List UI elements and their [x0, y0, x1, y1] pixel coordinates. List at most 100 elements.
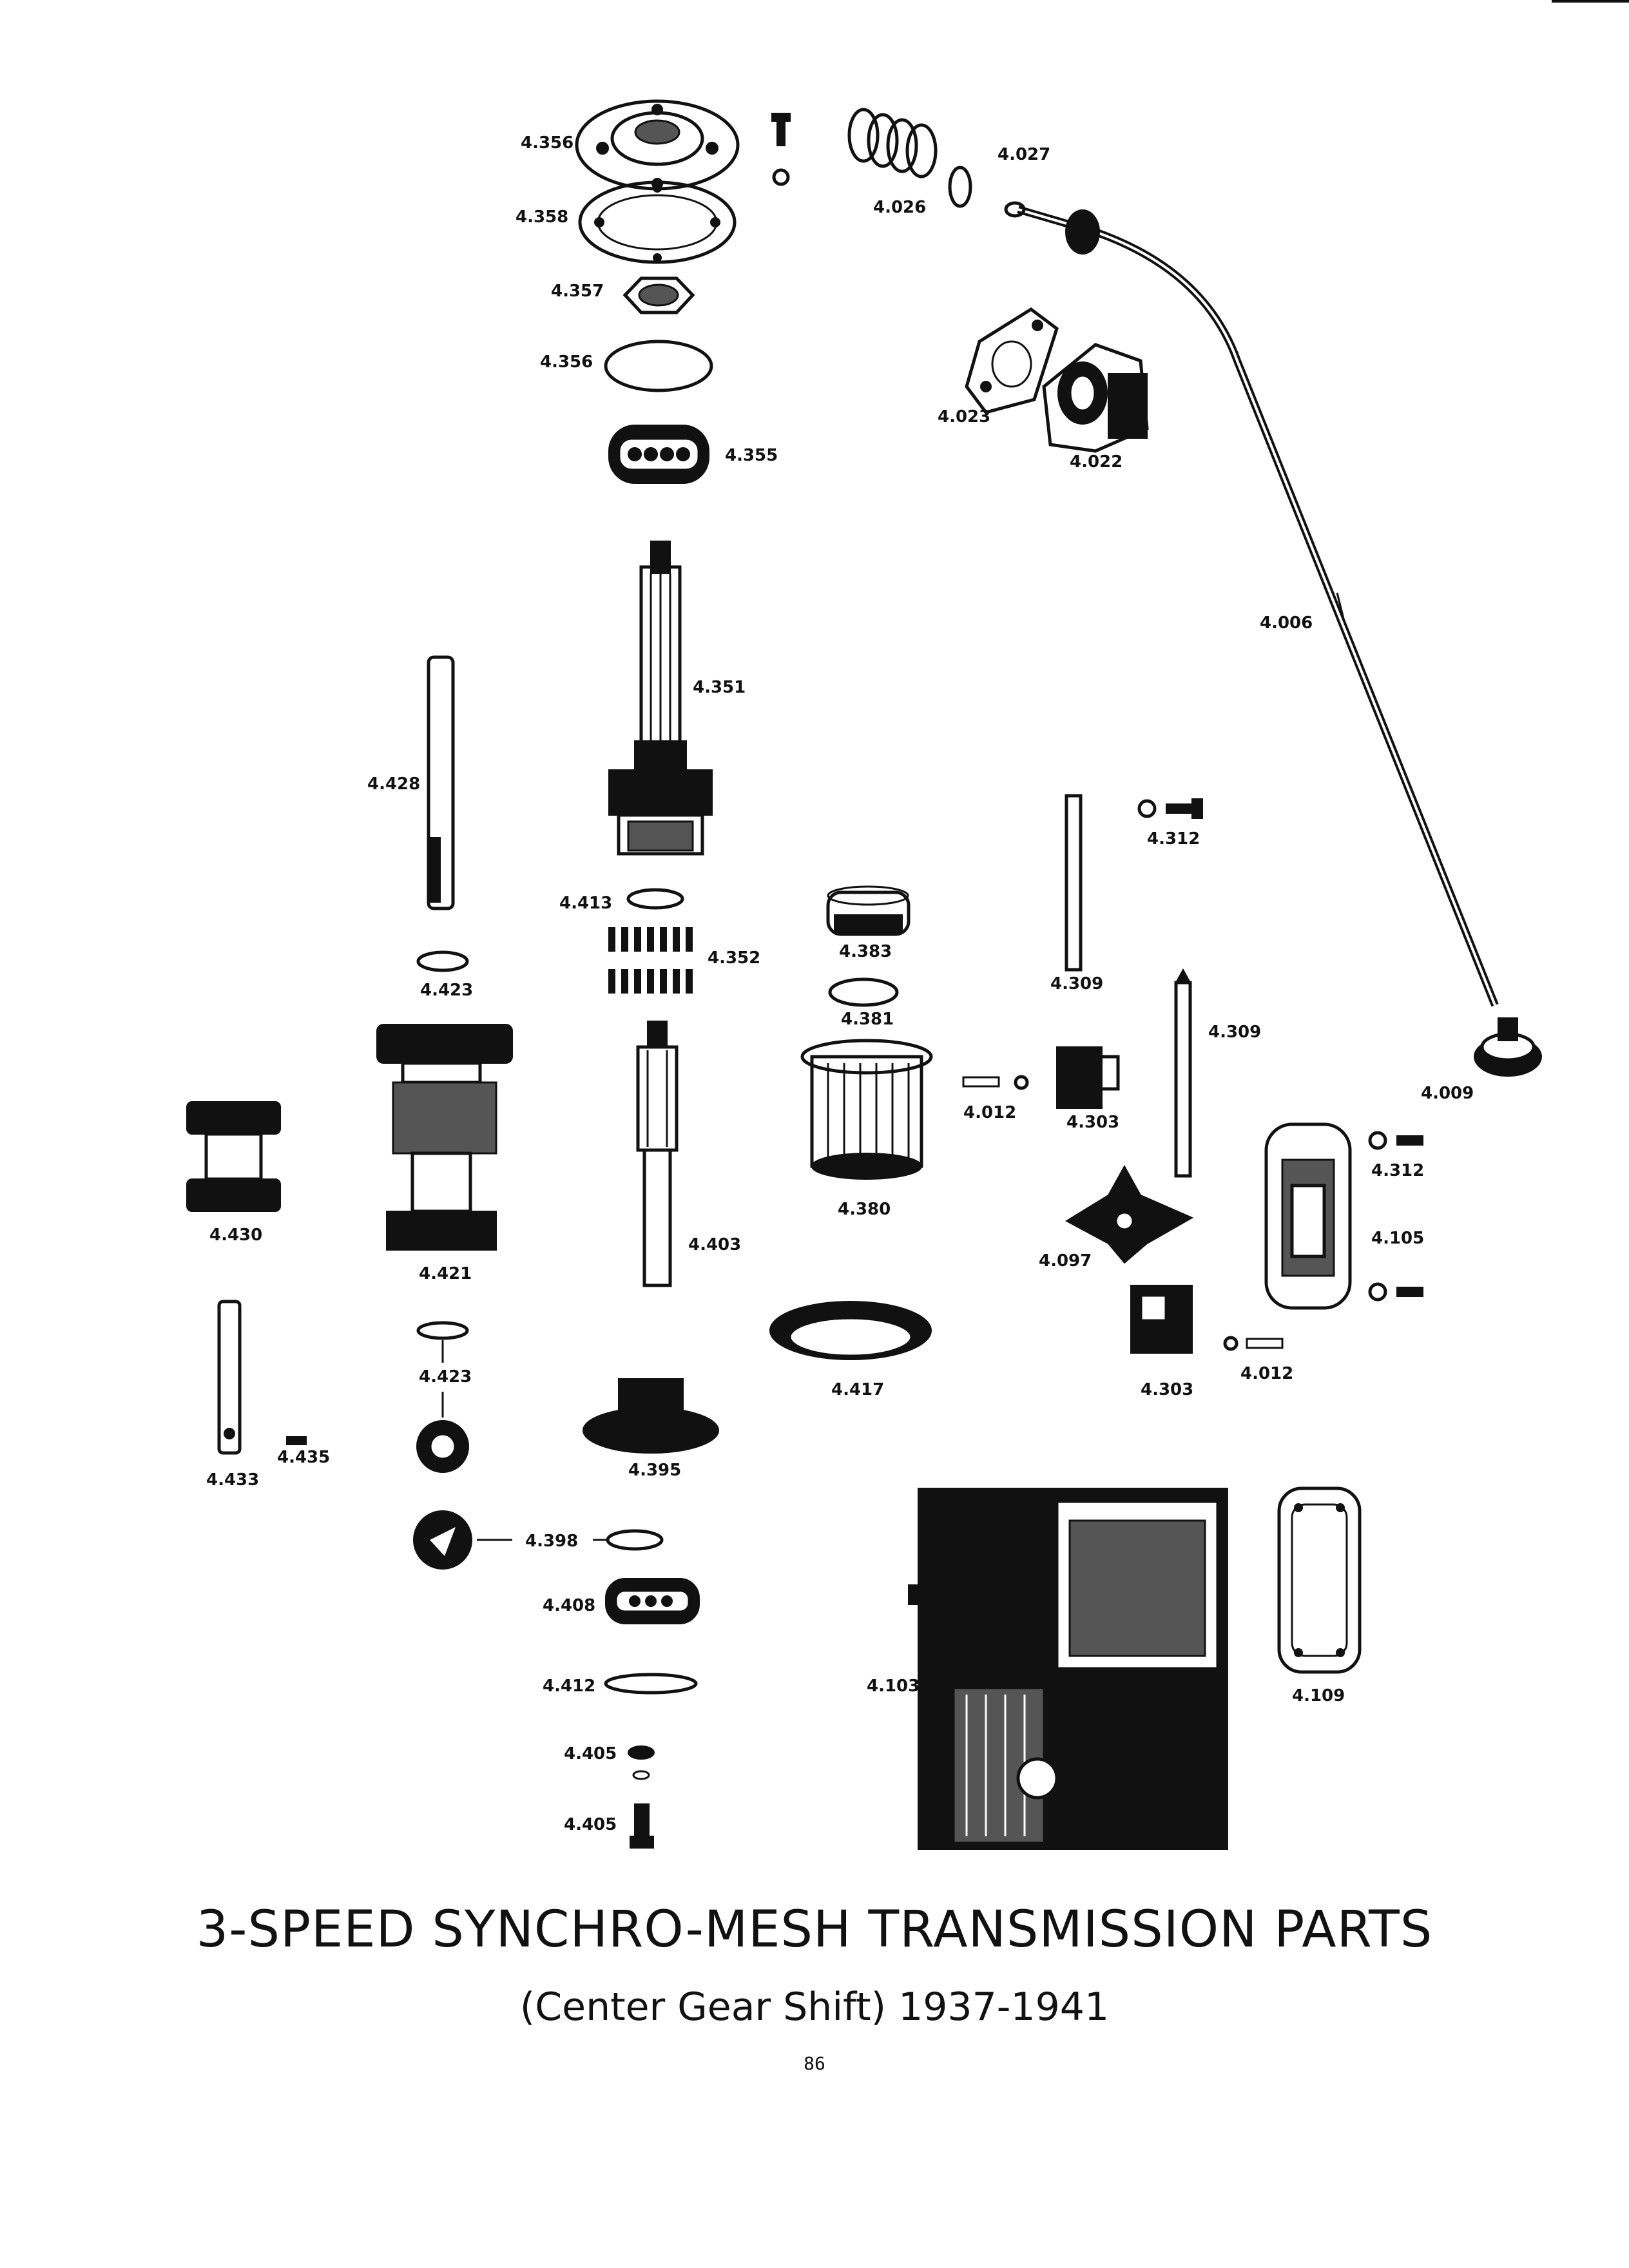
ball-bearing-icon — [608, 425, 709, 484]
rear-snap-ring-part — [604, 1673, 698, 1695]
poppet-spring-part-2 — [1223, 1336, 1284, 1351]
part-label: 4.103 — [867, 1677, 920, 1696]
cover-screw-part-2 — [1368, 1282, 1423, 1302]
part-label: 4.433 — [206, 1470, 259, 1490]
part-label: 4.022 — [1070, 452, 1123, 472]
shift-rail-part — [1065, 794, 1083, 972]
bolt-part — [630, 1803, 654, 1849]
part-label: 4.309 — [1050, 974, 1103, 994]
coil-spring-icon — [847, 108, 938, 178]
transmission-case-icon — [908, 1488, 1228, 1850]
gear-shift-lever-part — [1004, 201, 1499, 1007]
page-number: 86 — [804, 2053, 825, 2074]
shift-fork-part — [1056, 1046, 1120, 1109]
exploded-parts-diagram: 4.356 4.358 4.357 4.356 4.355 4.026 4.02… — [186, 99, 1542, 1850]
part-label: 4.027 — [998, 145, 1050, 164]
hex-nut-part — [622, 276, 695, 314]
part-label: 4.312 — [1147, 829, 1200, 849]
page-title: 3-SPEED SYNCHRO-MESH TRANSMISSION PARTS — [196, 1901, 1433, 1959]
part-label: 4.356 — [540, 352, 593, 372]
main-drive-shaft-part — [634, 541, 687, 771]
lock-pin-part — [286, 1436, 307, 1445]
part-label: 4.023 — [938, 407, 990, 427]
lever-housing-part — [1042, 343, 1149, 453]
part-label: 4.097 — [1039, 1251, 1092, 1271]
part-label: 4.413 — [559, 894, 612, 913]
synchronizer-ring-part — [828, 977, 899, 1007]
part-label: 4.309 — [1208, 1023, 1261, 1042]
screw-and-washer-part — [1137, 798, 1203, 819]
part-label: 4.105 — [1371, 1229, 1424, 1248]
part-label: 4.006 — [1260, 613, 1313, 633]
part-label: 4.395 — [628, 1461, 681, 1480]
part-label: 4.383 — [839, 942, 892, 961]
poppet-spring-part — [962, 1075, 1029, 1090]
part-label: 4.357 — [551, 282, 604, 301]
part-label: 4.398 — [525, 1532, 578, 1551]
part-label: 4.423 — [419, 1367, 472, 1387]
part-label: 4.109 — [1292, 1686, 1345, 1706]
shift-knob-part — [1474, 1017, 1542, 1077]
idler-shaft-part — [217, 1300, 242, 1455]
part-label: 4.303 — [1141, 1380, 1193, 1399]
lever-housing-gasket-part — [965, 307, 1059, 414]
part-label: 4.358 — [516, 207, 568, 227]
part-label: 4.356 — [521, 133, 574, 153]
part-label: 4.430 — [209, 1225, 262, 1245]
retainer-bolt-part — [771, 113, 791, 186]
part-label: 4.421 — [419, 1264, 472, 1283]
needle-rollers-part — [608, 927, 693, 994]
shift-rail-part-2 — [1174, 968, 1192, 1178]
part-label: 4.012 — [963, 1103, 1016, 1122]
synchronizer-cone-part — [826, 885, 911, 936]
part-label: 4.423 — [420, 981, 473, 1000]
part-label: 4.403 — [688, 1235, 741, 1254]
top-edge-rule — [1552, 0, 1629, 3]
part-label: 4.009 — [1421, 1084, 1474, 1103]
split-lock-ring-part — [413, 1510, 472, 1570]
gasket-icon — [578, 180, 737, 264]
part-label: 4.352 — [708, 948, 760, 968]
low-gear-part — [583, 1378, 719, 1454]
part-label: 4.405 — [564, 1744, 617, 1763]
thrust-washer-part — [416, 950, 469, 972]
bearing-retainer-part — [575, 99, 740, 191]
interlock-plate-part — [1065, 1164, 1194, 1264]
countershaft-part — [427, 655, 455, 910]
part-label: 4.408 — [543, 1596, 595, 1615]
part-label: 4.351 — [693, 678, 746, 697]
part-label: 4.355 — [725, 446, 778, 465]
synchronizer-sleeve-part — [800, 1039, 933, 1180]
shift-fork-part-2 — [1130, 1285, 1193, 1354]
washer-part — [632, 1770, 650, 1780]
part-label: 4.381 — [841, 1010, 894, 1029]
reverse-idler-gear-part — [186, 1101, 281, 1212]
part-label: 4.380 — [838, 1200, 891, 1219]
part-label: 4.405 — [564, 1815, 617, 1834]
output-shaft-part — [636, 1021, 679, 1287]
second-speed-gear-part — [769, 1301, 932, 1360]
title-block: 3-SPEED SYNCHRO-MESH TRANSMISSION PARTS … — [0, 1901, 1629, 2074]
snap-ring-part — [604, 340, 713, 392]
lock-ring-part — [416, 1420, 469, 1473]
cover-screw-part — [1368, 1131, 1423, 1150]
part-label: 4.303 — [1066, 1113, 1119, 1132]
part-label: 4.412 — [543, 1677, 595, 1696]
part-label: 4.026 — [873, 198, 926, 217]
nut-part — [628, 1745, 655, 1760]
cluster-gear-part — [376, 1024, 513, 1251]
part-label: 4.012 — [1240, 1364, 1293, 1383]
cover-gasket-part — [1277, 1486, 1362, 1674]
spring-washer-part — [948, 166, 972, 208]
lock-washer-part — [606, 1529, 664, 1551]
thrust-washer-part-2 — [416, 1321, 469, 1340]
part-label: 4.428 — [367, 774, 420, 794]
part-label: 4.417 — [831, 1380, 884, 1399]
page-subtitle: (Center Gear Shift) 1937-1941 — [519, 1984, 1110, 2030]
gear-icon — [608, 769, 713, 856]
part-label: 4.312 — [1371, 1161, 1424, 1180]
shift-cover-part — [1264, 1122, 1352, 1310]
spacer-washer-part — [626, 888, 684, 910]
rear-ball-bearing-part — [605, 1578, 700, 1624]
